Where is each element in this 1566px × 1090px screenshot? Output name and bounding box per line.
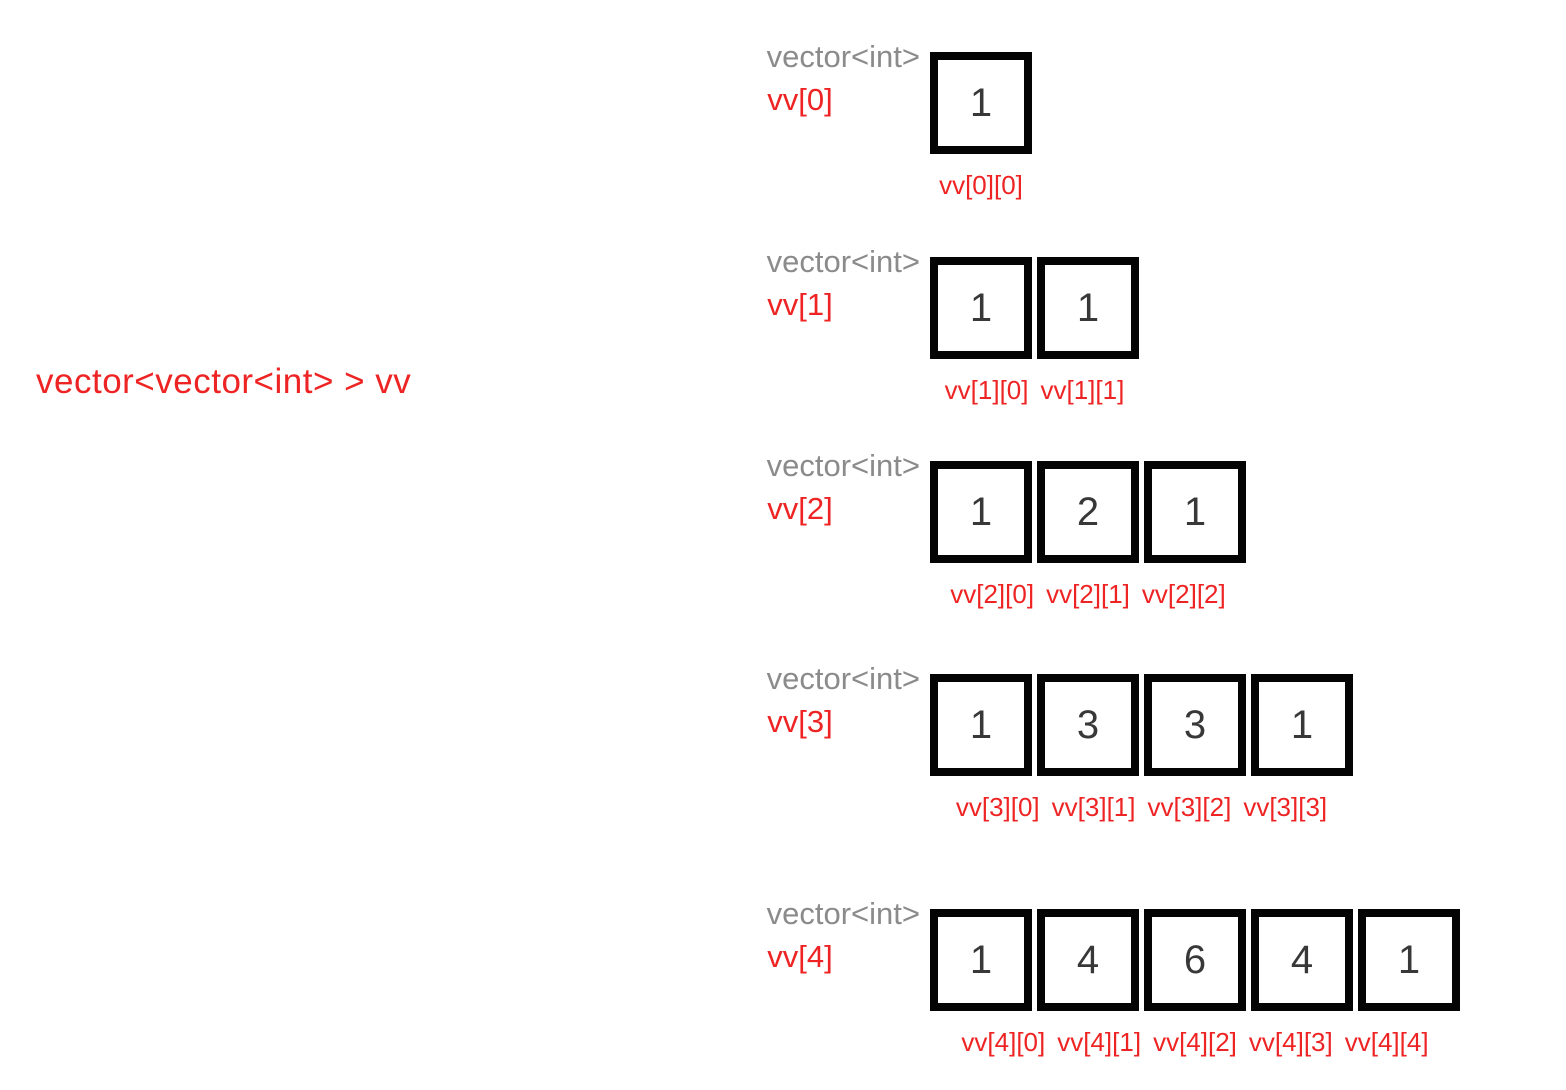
- row-vv0-cells-col: 1 vv[0][0]: [930, 52, 1032, 201]
- cell-index-labels: vv[0][0]: [939, 170, 1023, 201]
- vector-cell: 2: [1037, 461, 1139, 563]
- vector-cell: 1: [1358, 909, 1460, 1011]
- vector-cell: 3: [1144, 674, 1246, 776]
- row-index-label: vv[4]: [767, 939, 833, 974]
- cell-index-labels: vv[3][0] vv[3][1] vv[3][2] vv[3][3]: [956, 792, 1327, 823]
- vector-cell: 1: [930, 674, 1032, 776]
- cell-row: 1 3 3 1: [930, 674, 1353, 776]
- cell-index-label: vv[2][1]: [1046, 579, 1130, 609]
- row-vv1-cells-col: 1 1 vv[1][0] vv[1][1]: [930, 257, 1139, 406]
- vector-cell: 4: [1037, 909, 1139, 1011]
- cell-row: 1 1: [930, 257, 1139, 359]
- vector-cell: 1: [930, 461, 1032, 563]
- cell-index-label: vv[3][2]: [1147, 792, 1232, 822]
- cell-index-label: vv[4][1]: [1057, 1027, 1142, 1057]
- cell-index-label: vv[3][1]: [1051, 792, 1136, 822]
- row-vv3: vector<int> vv[3] 1 3 3 1 vv[3][0] vv[3]…: [680, 661, 1353, 823]
- row-vv0-label-col: vector<int> vv[0]: [680, 39, 920, 118]
- type-label: vector<int>: [766, 448, 920, 483]
- outer-vector-declaration: vector<vector<int> > vv: [36, 362, 412, 401]
- row-vv2-label-col: vector<int> vv[2]: [680, 448, 920, 527]
- cell-index-label: vv[1][0]: [944, 375, 1029, 405]
- row-index-label: vv[2]: [767, 491, 833, 526]
- cell-row: 1: [930, 52, 1032, 154]
- vector-cell: 4: [1251, 909, 1353, 1011]
- row-index-label: vv[1]: [767, 287, 833, 322]
- vector-cell: 1: [1251, 674, 1353, 776]
- type-label: vector<int>: [766, 661, 920, 696]
- cell-index-labels: vv[1][0] vv[1][1]: [945, 375, 1125, 406]
- vector-cell: 1: [930, 52, 1032, 154]
- vector-cell: 6: [1144, 909, 1246, 1011]
- type-label: vector<int>: [766, 244, 920, 279]
- row-vv4-label-col: vector<int> vv[4]: [680, 896, 920, 975]
- type-label: vector<int>: [766, 896, 920, 931]
- cell-index-label: vv[2][0]: [950, 579, 1035, 609]
- row-vv3-label-col: vector<int> vv[3]: [680, 661, 920, 740]
- row-vv1: vector<int> vv[1] 1 1 vv[1][0] vv[1][1]: [680, 244, 1139, 406]
- row-vv2-cells-col: 1 2 1 vv[2][0] vv[2][1] vv[2][2]: [930, 461, 1246, 610]
- row-vv4-cells-col: 1 4 6 4 1 vv[4][0] vv[4][1] vv[4][2] vv[…: [930, 909, 1460, 1058]
- vector-cell: 1: [1144, 461, 1246, 563]
- vector-cell: 1: [1037, 257, 1139, 359]
- cell-index-label: vv[2][2]: [1141, 579, 1226, 609]
- row-vv3-cells-col: 1 3 3 1 vv[3][0] vv[3][1] vv[3][2] vv[3]…: [930, 674, 1353, 823]
- vector-cell: 1: [930, 909, 1032, 1011]
- cell-index-label: vv[4][4]: [1344, 1027, 1429, 1057]
- cell-index-labels: vv[4][0] vv[4][1] vv[4][2] vv[4][3] vv[4…: [961, 1027, 1428, 1058]
- cell-index-label: vv[0][0]: [939, 170, 1023, 200]
- cell-index-label: vv[4][3]: [1248, 1027, 1333, 1057]
- row-index-label: vv[3]: [767, 704, 833, 739]
- row-vv4: vector<int> vv[4] 1 4 6 4 1 vv[4][0] vv[…: [680, 896, 1460, 1058]
- cell-index-label: vv[4][0]: [961, 1027, 1046, 1057]
- vector-cell: 1: [930, 257, 1032, 359]
- cell-index-label: vv[4][2]: [1153, 1027, 1237, 1057]
- cell-row: 1 2 1: [930, 461, 1246, 563]
- type-label: vector<int>: [766, 39, 920, 74]
- row-vv1-label-col: vector<int> vv[1]: [680, 244, 920, 323]
- row-vv2: vector<int> vv[2] 1 2 1 vv[2][0] vv[2][1…: [680, 448, 1246, 610]
- row-index-label: vv[0]: [767, 82, 833, 117]
- cell-row: 1 4 6 4 1: [930, 909, 1460, 1011]
- cell-index-label: vv[3][3]: [1243, 792, 1328, 822]
- vector-cell: 3: [1037, 674, 1139, 776]
- row-vv0: vector<int> vv[0] 1 vv[0][0]: [680, 39, 1032, 201]
- cell-index-label: vv[1][1]: [1040, 375, 1125, 405]
- cell-index-label: vv[3][0]: [955, 792, 1040, 822]
- cell-index-labels: vv[2][0] vv[2][1] vv[2][2]: [950, 579, 1225, 610]
